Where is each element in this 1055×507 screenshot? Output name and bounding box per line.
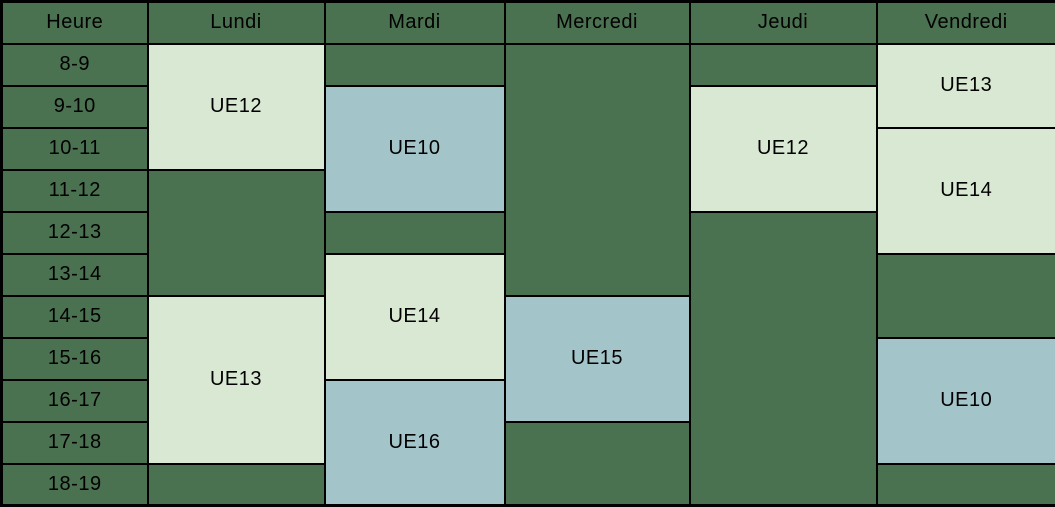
course-cell-lundi-ue12: UE12 <box>148 44 325 170</box>
time-slot-13-14: 13-14 <box>2 254 148 296</box>
empty-cell-jeudi-afternoon <box>690 212 877 506</box>
col-header-mardi: Mardi <box>325 2 505 44</box>
time-slot-18-19: 18-19 <box>2 464 148 506</box>
empty-cell-vendredi-18-19 <box>877 464 1055 506</box>
course-cell-mardi-ue10: UE10 <box>325 86 505 212</box>
course-cell-mercredi-ue15: UE15 <box>505 296 690 422</box>
time-slot-16-17: 16-17 <box>2 380 148 422</box>
empty-cell-vendredi-midday <box>877 254 1055 338</box>
time-slot-15-16: 15-16 <box>2 338 148 380</box>
time-slot-10-11: 10-11 <box>2 128 148 170</box>
header-row: Heure Lundi Mardi Mercredi Jeudi Vendred… <box>2 2 1055 44</box>
time-slot-17-18: 17-18 <box>2 422 148 464</box>
col-header-lundi: Lundi <box>148 2 325 44</box>
course-cell-jeudi-ue12: UE12 <box>690 86 877 212</box>
course-cell-mardi-ue14: UE14 <box>325 254 505 380</box>
course-cell-vendredi-ue14: UE14 <box>877 128 1055 254</box>
time-slot-11-12: 11-12 <box>2 170 148 212</box>
empty-cell-mardi-12-13 <box>325 212 505 254</box>
time-slot-12-13: 12-13 <box>2 212 148 254</box>
empty-cell-lundi-18-19 <box>148 464 325 506</box>
time-slot-14-15: 14-15 <box>2 296 148 338</box>
time-slot-8-9: 8-9 <box>2 44 148 86</box>
course-cell-mardi-ue16: UE16 <box>325 380 505 506</box>
course-cell-lundi-ue13: UE13 <box>148 296 325 464</box>
course-cell-vendredi-ue13: UE13 <box>877 44 1055 128</box>
row-8-9: 8-9 UE12 UE13 <box>2 44 1055 86</box>
empty-cell-mardi-8-9 <box>325 44 505 86</box>
col-header-heure: Heure <box>2 2 148 44</box>
col-header-jeudi: Jeudi <box>690 2 877 44</box>
time-slot-9-10: 9-10 <box>2 86 148 128</box>
course-cell-vendredi-ue10: UE10 <box>877 338 1055 464</box>
empty-cell-mercredi-morning <box>505 44 690 296</box>
empty-cell-mercredi-evening <box>505 422 690 506</box>
empty-cell-lundi-midday <box>148 170 325 296</box>
empty-cell-jeudi-8-9 <box>690 44 877 86</box>
col-header-mercredi: Mercredi <box>505 2 690 44</box>
col-header-vendredi: Vendredi <box>877 2 1055 44</box>
